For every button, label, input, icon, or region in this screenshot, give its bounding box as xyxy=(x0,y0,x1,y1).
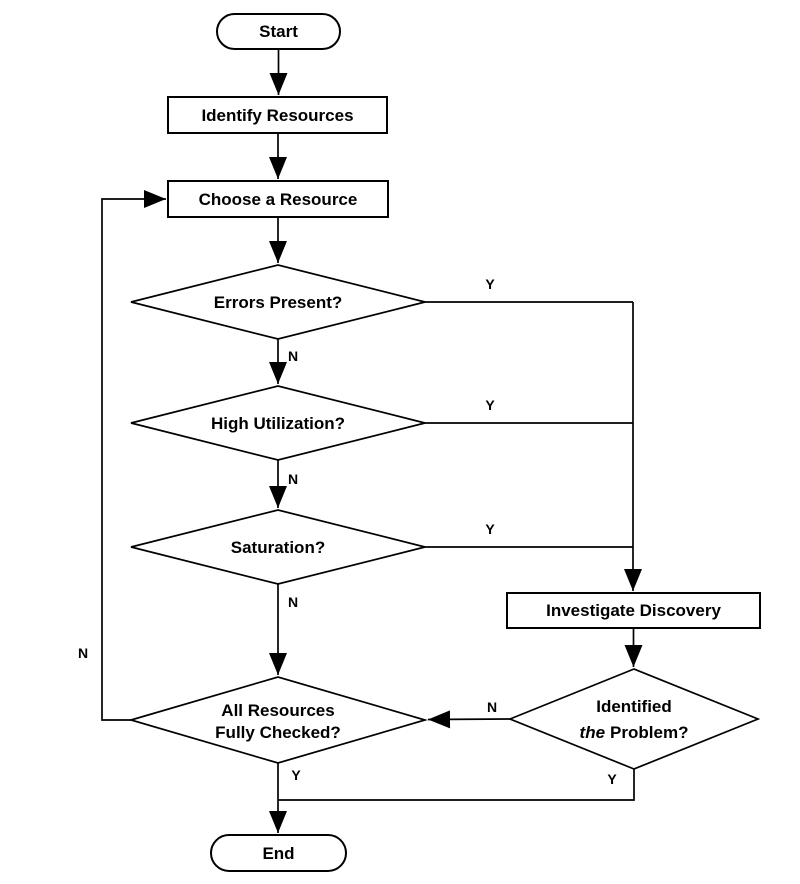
investigate-discovery-shape xyxy=(506,592,761,629)
start-shape xyxy=(216,13,341,50)
edge-label-highutil-no: N xyxy=(288,471,298,487)
high-utilization-shape xyxy=(130,385,426,461)
errors-present-label: Errors Present? xyxy=(214,293,343,312)
identify-resources-node: Identify Resources xyxy=(167,96,388,134)
errors-present-shape xyxy=(130,264,426,340)
choose-resource-label: Choose a Resource xyxy=(199,190,358,209)
edge-identified-no xyxy=(427,710,511,729)
errors-present-node: Errors Present? xyxy=(130,264,426,340)
identified-problem-label-the: the xyxy=(580,723,606,742)
all-resources-checked-label-line1: All Resources xyxy=(221,701,334,720)
edge-label-allres-no: N xyxy=(78,645,88,661)
edge-label-saturation-yes: Y xyxy=(485,521,495,537)
edge-label-saturation-no: N xyxy=(288,594,298,610)
saturation-label: Saturation? xyxy=(231,538,325,557)
all-resources-checked-label-line2: Fully Checked? xyxy=(215,723,341,742)
end-shape xyxy=(210,834,347,872)
all-resources-checked-node: All Resources Fully Checked? xyxy=(127,676,429,764)
investigate-discovery-node: Investigate Discovery xyxy=(506,592,761,629)
identify-resources-shape xyxy=(167,96,388,134)
identified-problem-label-line1: Identified xyxy=(596,697,672,716)
start-node: Start xyxy=(216,13,341,50)
edge-label-allres-yes: Y xyxy=(291,767,301,783)
high-utilization-node: High Utilization? xyxy=(130,385,426,461)
edge-label-identified-no: N xyxy=(487,699,497,715)
edge-identified-yes xyxy=(278,769,635,801)
edge-label-identified-yes: Y xyxy=(607,771,617,787)
investigate-discovery-label: Investigate Discovery xyxy=(546,601,721,620)
saturation-node: Saturation? xyxy=(130,509,426,585)
identified-problem-label-rest: Problem? xyxy=(610,723,688,742)
edge-label-errors-yes: Y xyxy=(485,276,495,292)
identified-problem-shape xyxy=(507,668,761,770)
edge-allres-no-loop xyxy=(101,190,166,721)
end-node: End xyxy=(210,834,347,872)
choose-resource-shape xyxy=(167,180,389,218)
edge-label-errors-no: N xyxy=(288,348,298,364)
identify-resources-label: Identify Resources xyxy=(201,106,353,125)
all-resources-checked-shape xyxy=(127,676,429,764)
start-label: Start xyxy=(259,22,298,41)
end-label: End xyxy=(262,844,294,863)
saturation-shape xyxy=(130,509,426,585)
high-utilization-label: High Utilization? xyxy=(211,414,345,433)
edge-label-highutil-yes: Y xyxy=(485,397,495,413)
choose-resource-node: Choose a Resource xyxy=(167,180,389,218)
